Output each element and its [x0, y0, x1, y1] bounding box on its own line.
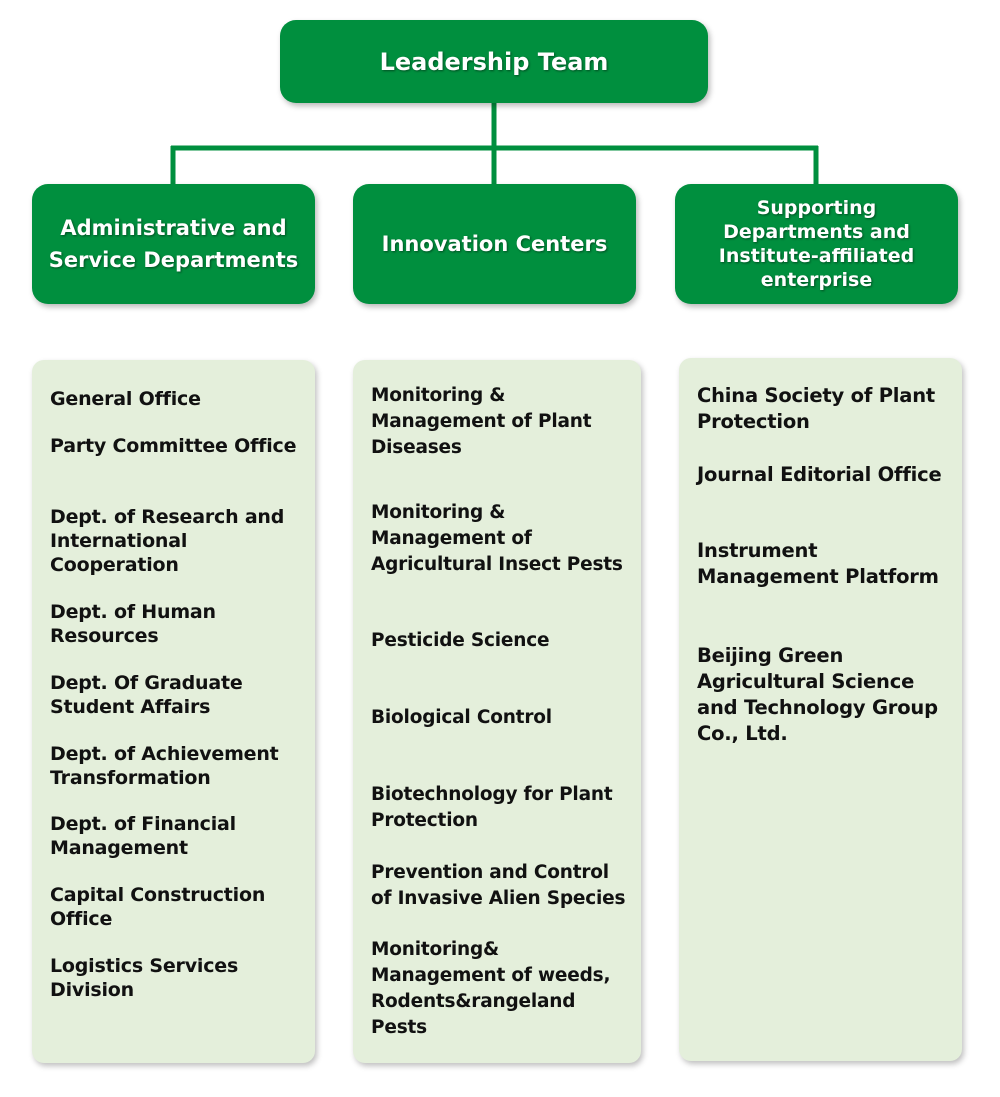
- list-item: Pesticide Science: [371, 630, 550, 651]
- list-item: Logistics Services Division: [50, 955, 239, 1001]
- list-item: Monitoring & Management of Plant Disease…: [371, 385, 592, 458]
- list-item: Dept. of Achievement Transformation: [50, 743, 279, 789]
- admin-service-header: Administrative and Service Departments: [32, 184, 315, 304]
- list-item: Monitoring& Management of weeds, Rodents…: [371, 939, 611, 1038]
- supporting-departments-panel: China Society of Plant Protection Journa…: [679, 358, 962, 1061]
- list-item: China Society of Plant Protection: [697, 384, 936, 433]
- list-item: Prevention and Control of Invasive Alien…: [371, 862, 626, 909]
- list-item: Dept. Of Graduate Student Affairs: [50, 672, 243, 718]
- list-item: Instrument Management Platform: [697, 539, 939, 588]
- list-item: Dept. of Human Resources: [50, 601, 216, 647]
- admin-service-panel: General Office Party Committee Office De…: [32, 360, 315, 1063]
- list-item: Dept. of Research and International Coop…: [50, 506, 285, 576]
- list-item: Biological Control: [371, 707, 552, 728]
- innovation-centers-header-label: Innovation Centers: [381, 232, 608, 256]
- list-item: Capital Construction Office: [50, 884, 266, 930]
- list-item: Biotechnology for Plant Protection: [371, 784, 613, 831]
- leadership-team-label: Leadership Team: [379, 47, 609, 76]
- list-item: Beijing Green Agricultural Science and T…: [697, 644, 938, 745]
- supporting-departments-header-label: Supporting Departments and Institute-aff…: [718, 197, 915, 291]
- leadership-team-box: Leadership Team: [280, 20, 708, 103]
- innovation-centers-panel: Monitoring & Management of Plant Disease…: [353, 360, 641, 1063]
- list-item: Journal Editorial Office: [697, 463, 942, 486]
- list-item: Dept. of Financial Management: [50, 813, 236, 859]
- admin-service-header-label: Administrative and Service Departments: [48, 216, 299, 272]
- supporting-departments-header: Supporting Departments and Institute-aff…: [675, 184, 958, 304]
- list-item: Monitoring & Management of Agricultural …: [371, 502, 623, 575]
- list-item: General Office: [50, 388, 201, 410]
- list-item: Party Committee Office: [50, 435, 297, 457]
- innovation-centers-header: Innovation Centers: [353, 184, 636, 304]
